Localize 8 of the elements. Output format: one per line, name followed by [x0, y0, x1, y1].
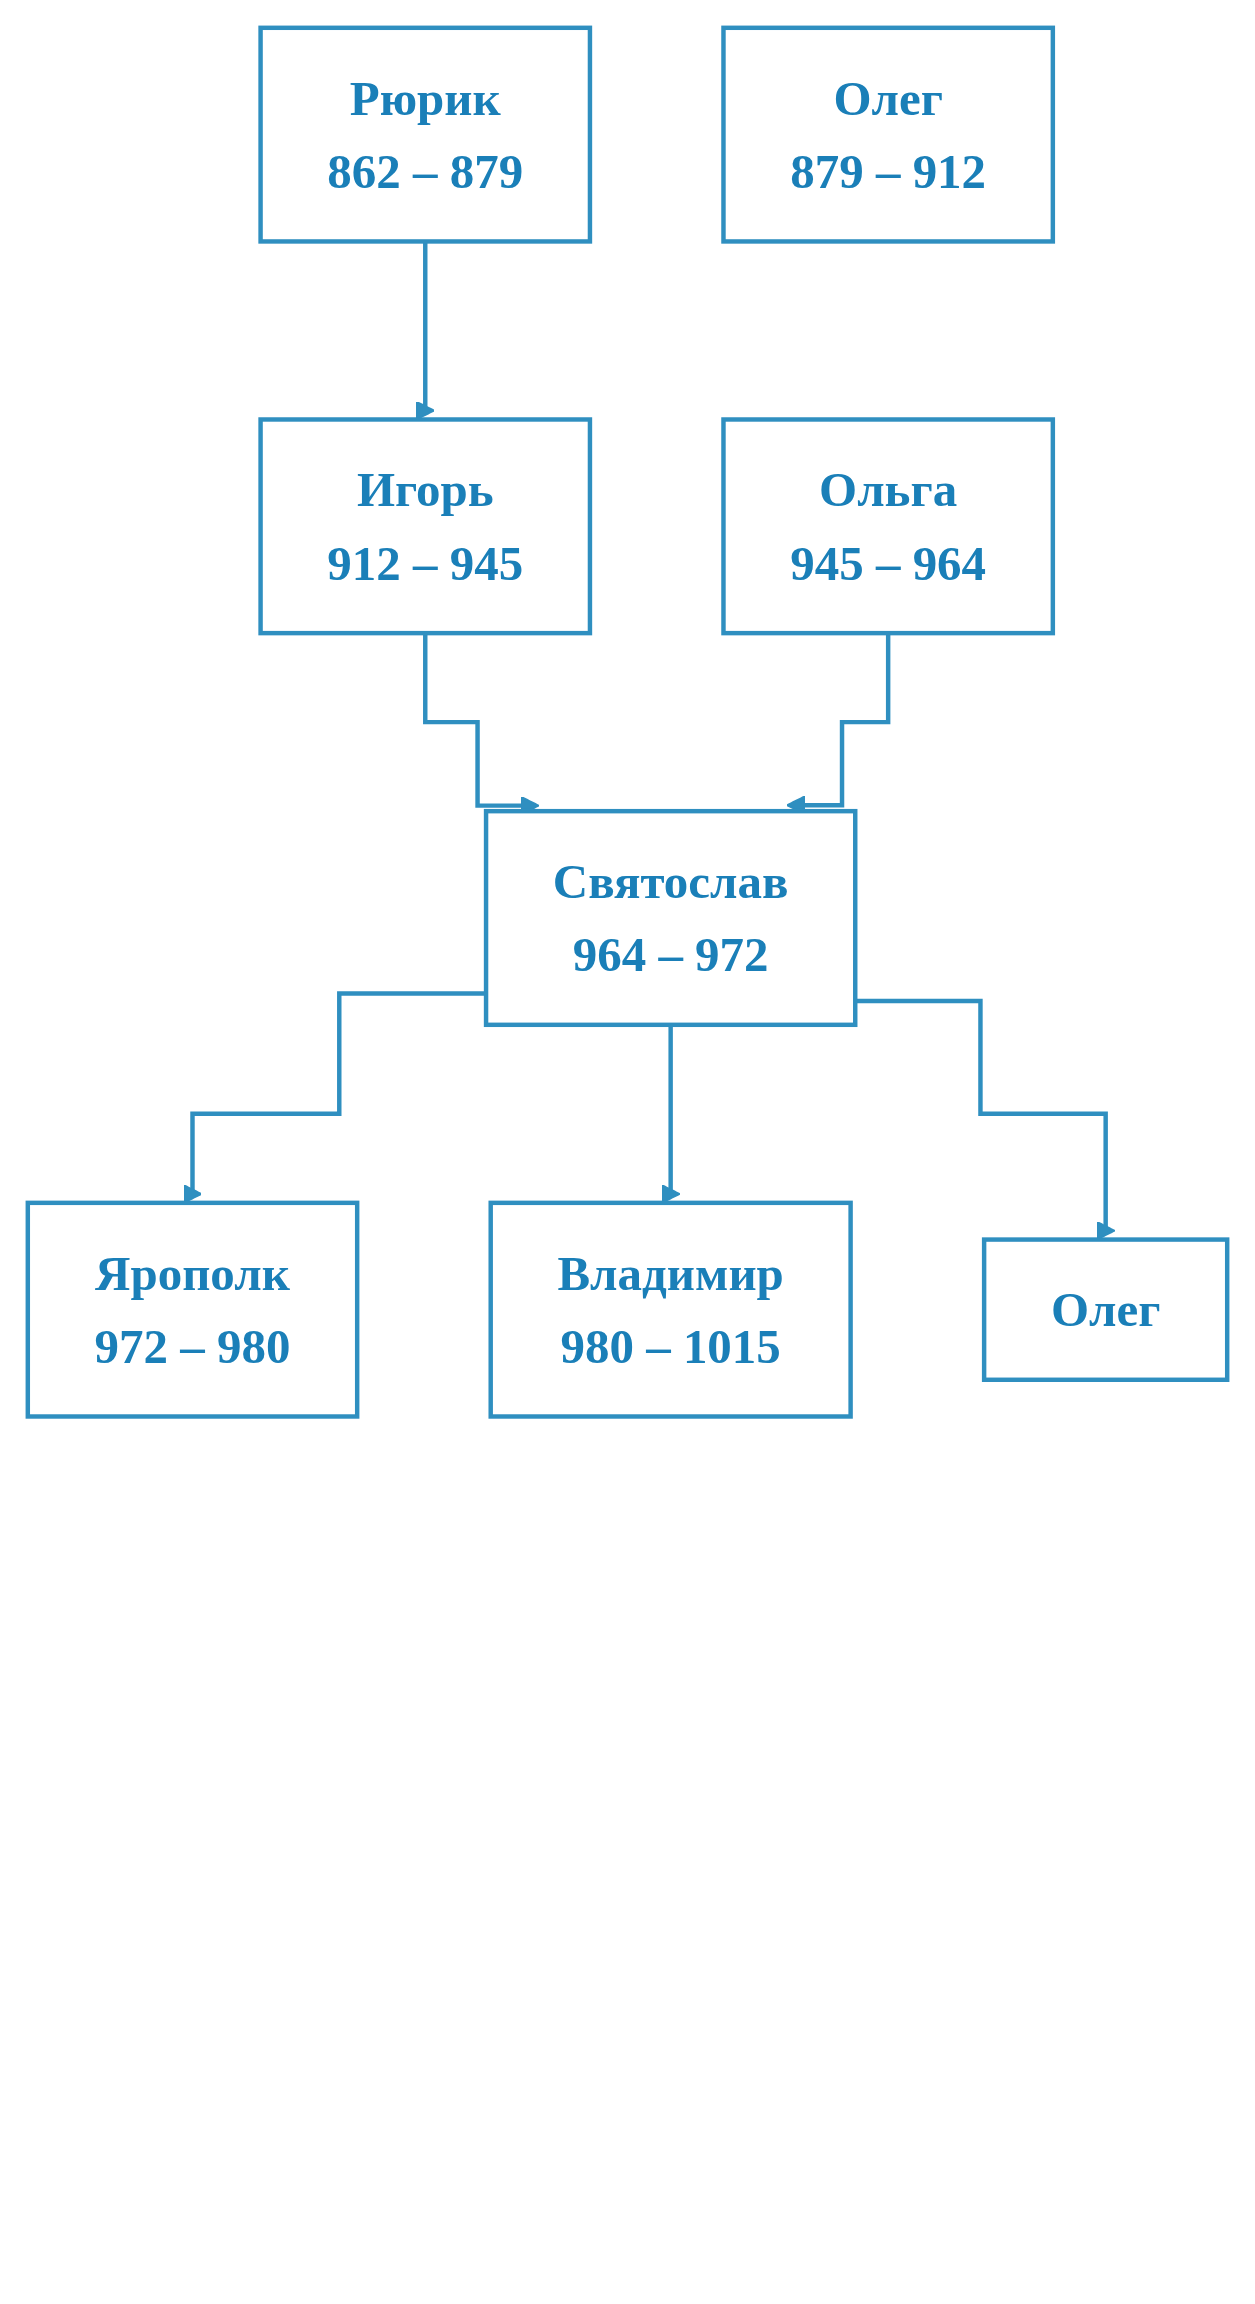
node-box: Святослав 964 – 972	[483, 808, 858, 1028]
node-box: Игорь 912 – 945	[258, 417, 593, 636]
node-box: Олег 879 – 912	[721, 25, 1056, 244]
node-box: Ярополк 972 – 980	[25, 1200, 360, 1419]
node-box: Владимир 980 – 1015	[488, 1200, 853, 1419]
node-box: Рюрик 862 – 879	[258, 25, 593, 244]
node-box: Олег	[981, 1237, 1230, 1382]
node-box: Ольга 945 – 964	[721, 417, 1056, 636]
